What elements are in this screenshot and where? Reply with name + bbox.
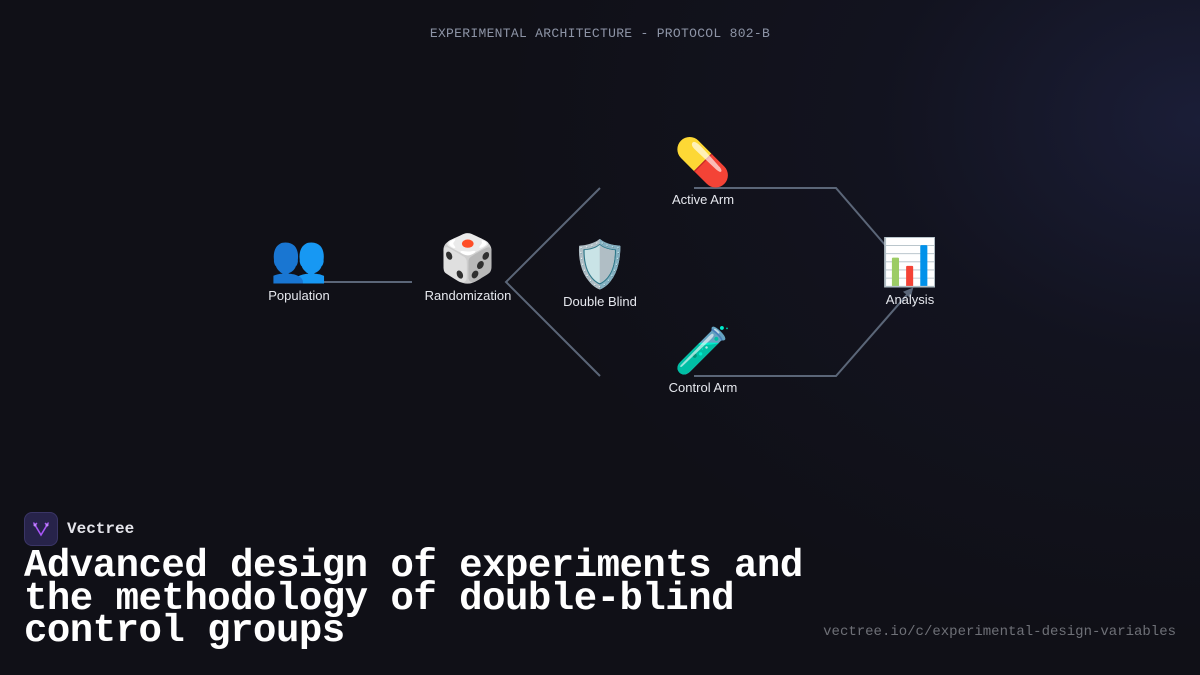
bar-chart-icon: 📊 (881, 236, 939, 288)
node-label: Active Arm (671, 192, 735, 207)
people-icon: 👥 (270, 232, 328, 284)
source-url[interactable]: vectree.io/c/experimental-design-variabl… (823, 624, 1176, 640)
node-double-blind[interactable]: 🛡️ Double Blind (540, 236, 660, 309)
node-randomization[interactable]: 🎲 Randomization (408, 230, 528, 303)
node-label: Control Arm (668, 380, 738, 395)
shield-sunglasses-icon: 🛡️ (571, 238, 629, 290)
node-label: Double Blind (563, 294, 637, 309)
test-tube-icon: 🧪 (674, 324, 732, 376)
node-population[interactable]: 👥 Population (239, 230, 359, 303)
brand-name: Vectree (67, 520, 135, 538)
diagram-title: EXPERIMENTAL ARCHITECTURE - PROTOCOL 802… (429, 26, 771, 41)
vectree-logo-icon (24, 512, 58, 546)
edge-control-analysis (694, 287, 914, 377)
node-analysis[interactable]: 📊 Analysis (850, 234, 970, 307)
edge-active-analysis (694, 187, 887, 247)
node-active-arm[interactable]: 💊 Active Arm (643, 134, 763, 207)
edge-randomization-arms (504, 187, 601, 377)
dice-icon: 🎲 (439, 232, 497, 284)
node-label: Population (268, 288, 330, 303)
page-headline: Advanced design of experiments and the m… (24, 544, 803, 653)
pill-icon: 💊 (674, 136, 732, 188)
node-label: Randomization (424, 288, 512, 303)
node-label: Analysis (885, 292, 935, 307)
brand: Vectree (24, 512, 134, 546)
node-control-arm[interactable]: 🧪 Control Arm (643, 322, 763, 395)
